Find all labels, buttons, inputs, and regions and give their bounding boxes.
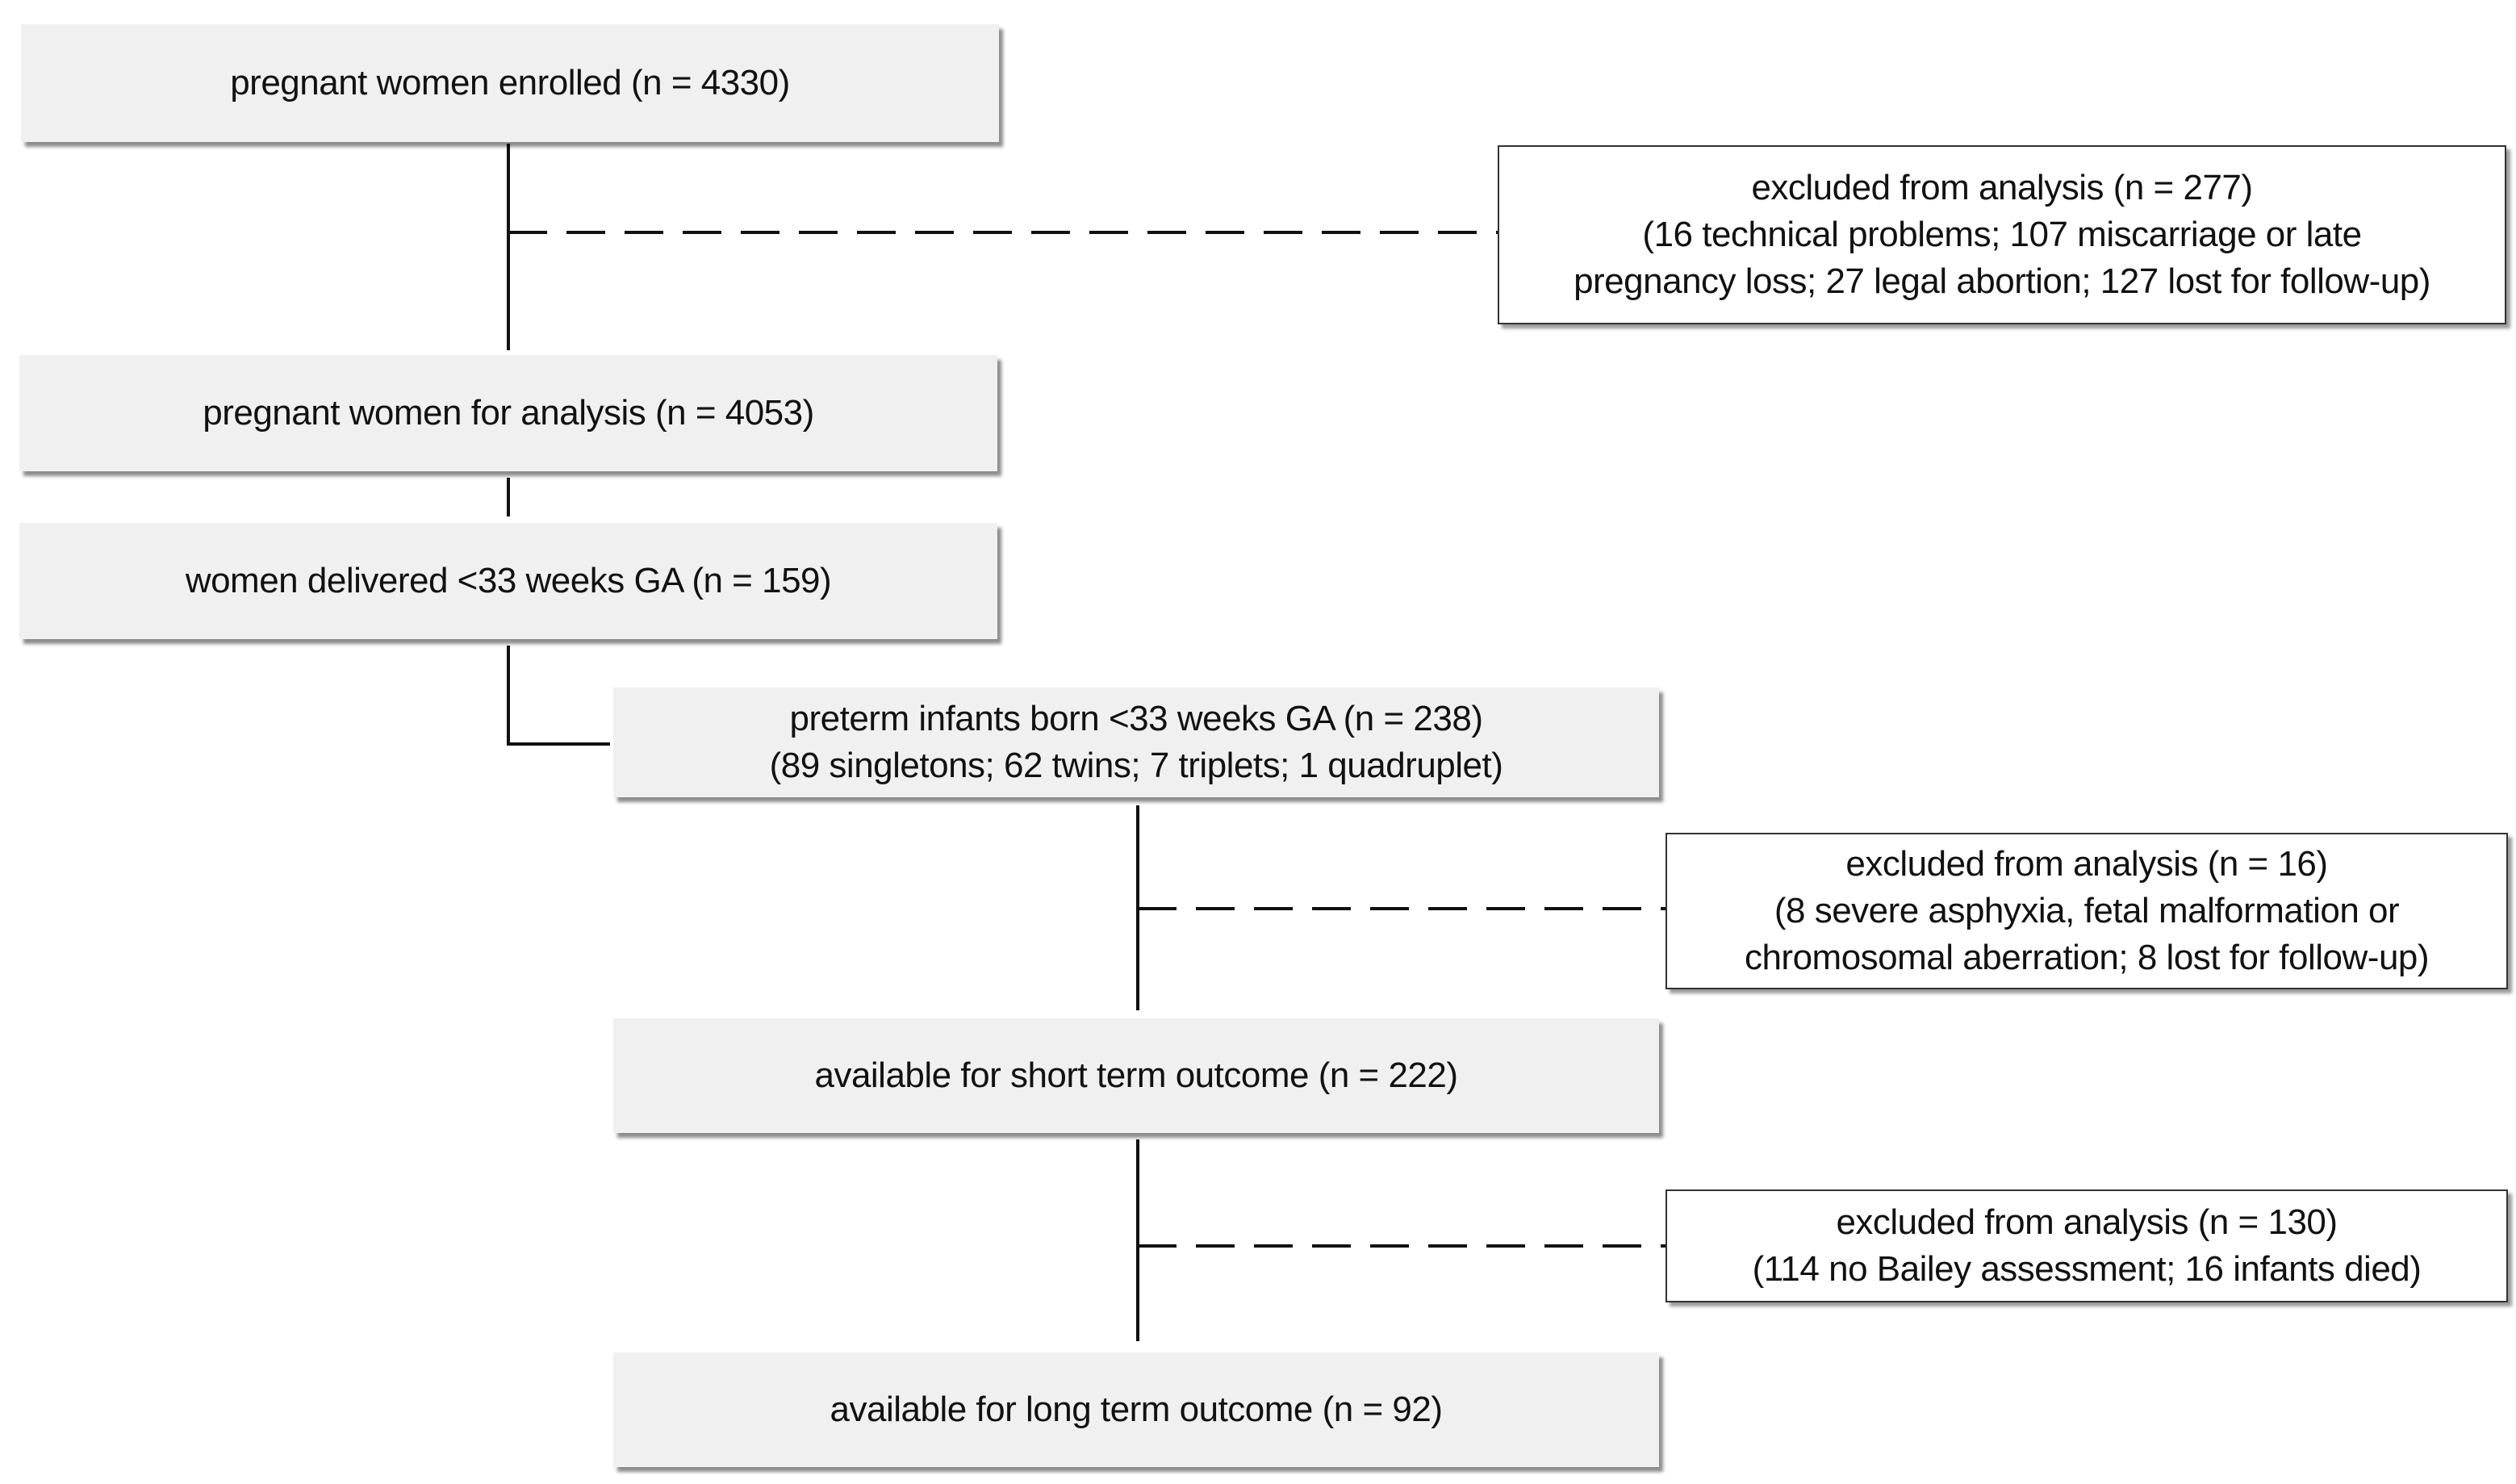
excluded-2-line-3: chromosomal aberration; 8 lost for follo… bbox=[1744, 938, 2430, 977]
excluded-3-line-2: (114 no Bailey assessment; 16 infants di… bbox=[1752, 1249, 2422, 1289]
preterm-line-1: preterm infants born <33 weeks GA (n = 2… bbox=[789, 699, 1483, 738]
box-short-term: available for short term outcome (n = 22… bbox=[613, 1018, 1659, 1133]
box-excluded-1: excluded from analysis (n = 277) (16 tec… bbox=[1498, 145, 2506, 324]
box-delivered-label: women delivered <33 weeks GA (n = 159) bbox=[185, 561, 832, 600]
connector-delivered-to-preterm bbox=[507, 646, 610, 746]
box-delivered: women delivered <33 weeks GA (n = 159) bbox=[19, 523, 997, 639]
excluded-2-line-2: (8 severe asphyxia, fetal malformation o… bbox=[1774, 891, 2400, 930]
box-enrolled-label: pregnant women enrolled (n = 4330) bbox=[230, 63, 790, 102]
box-excluded-2: excluded from analysis (n = 16) (8 sever… bbox=[1665, 833, 2508, 989]
box-analysis-label: pregnant women for analysis (n = 4053) bbox=[203, 393, 814, 433]
excluded-3-line-1: excluded from analysis (n = 130) bbox=[1836, 1202, 2338, 1242]
preterm-line-2: (89 singletons; 62 twins; 7 triplets; 1 … bbox=[769, 746, 1503, 785]
box-long-term-label: available for long term outcome (n = 92) bbox=[830, 1390, 1443, 1429]
box-long-term: available for long term outcome (n = 92) bbox=[613, 1352, 1659, 1467]
box-excluded-3: excluded from analysis (n = 130) (114 no… bbox=[1665, 1189, 2508, 1302]
excluded-1-line-3: pregnancy loss; 27 legal abortion; 127 l… bbox=[1574, 261, 2430, 301]
box-preterm: preterm infants born <33 weeks GA (n = 2… bbox=[613, 688, 1659, 797]
excluded-1-line-2: (16 technical problems; 107 miscarriage … bbox=[1642, 215, 2362, 254]
excluded-2-line-1: excluded from analysis (n = 16) bbox=[1845, 844, 2328, 884]
excluded-1-line-1: excluded from analysis (n = 277) bbox=[1751, 168, 2253, 207]
box-short-term-label: available for short term outcome (n = 22… bbox=[814, 1056, 1458, 1095]
box-enrolled: pregnant women enrolled (n = 4330) bbox=[21, 24, 999, 142]
box-analysis: pregnant women for analysis (n = 4053) bbox=[19, 355, 997, 471]
